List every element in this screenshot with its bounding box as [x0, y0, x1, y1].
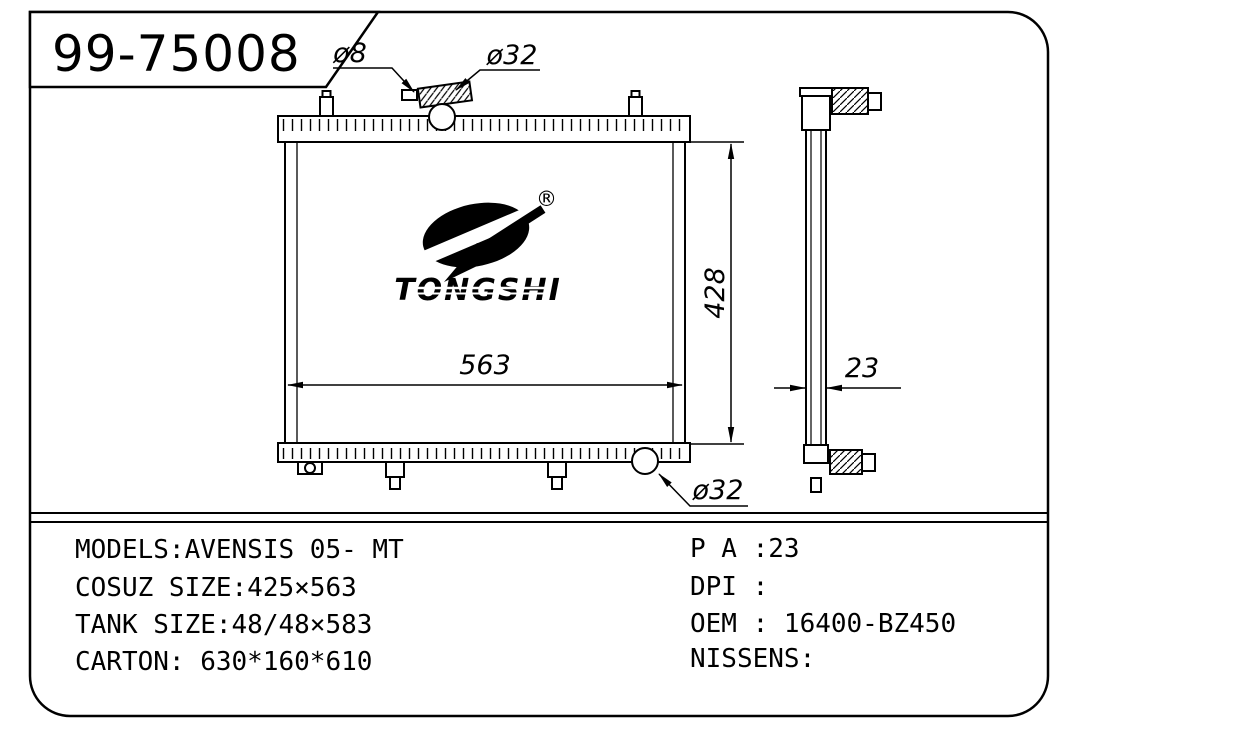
dimension-23-label: 23	[845, 353, 879, 384]
side-view	[799, 87, 882, 493]
spec-cosuz-size: COSUZ SIZE:425×563	[75, 573, 357, 603]
spec-tank-size: TANK SIZE:48/48×583	[75, 610, 372, 640]
part-number: 99-75008	[52, 25, 301, 83]
tongshi-logo: ® TONGSHI	[394, 187, 562, 308]
title-block	[28, 10, 381, 89]
bottom-pin-right	[547, 461, 567, 478]
front-view	[277, 80, 691, 490]
top-pin-right	[628, 96, 643, 117]
dimension-428-label: 428	[700, 267, 731, 319]
logo-arrow	[444, 243, 502, 282]
side-core	[805, 129, 827, 446]
outlet-phi32	[631, 447, 659, 475]
spec-models: MODELS:AVENSIS 05- MT	[75, 535, 404, 565]
registered-mark: ®	[536, 187, 557, 211]
label-phi8: ø8	[332, 38, 367, 69]
filler-neck-phi32	[428, 103, 456, 131]
spec-dpi: DPI :	[690, 572, 768, 602]
spec-oem: OEM : 16400-BZ450	[690, 609, 956, 639]
bottom-pin-left	[385, 461, 405, 478]
spec-block: MODELS:AVENSIS 05- MT COSUZ SIZE:425×563…	[75, 534, 956, 677]
leader-phi8	[333, 67, 415, 93]
side-top-cap	[831, 87, 869, 115]
side-bottom-cap	[829, 449, 863, 475]
dimension-563-label: 563	[459, 350, 511, 381]
outer-frame	[28, 10, 1050, 718]
spec-carton: CARTON: 630*160*610	[75, 647, 372, 677]
leader-phi32-bottom	[658, 473, 748, 507]
top-pin-left	[319, 96, 334, 117]
phi8-pipe	[401, 89, 418, 101]
leader-phi32-top	[455, 69, 540, 91]
dimension-428	[691, 141, 744, 445]
label-phi32-bottom: ø32	[692, 475, 744, 506]
spec-pa: P A :23	[690, 534, 800, 564]
label-phi32-top: ø32	[486, 40, 538, 71]
spec-nissens: NISSENS:	[690, 644, 815, 674]
logo-wordmark: TONGSHI	[394, 273, 562, 308]
